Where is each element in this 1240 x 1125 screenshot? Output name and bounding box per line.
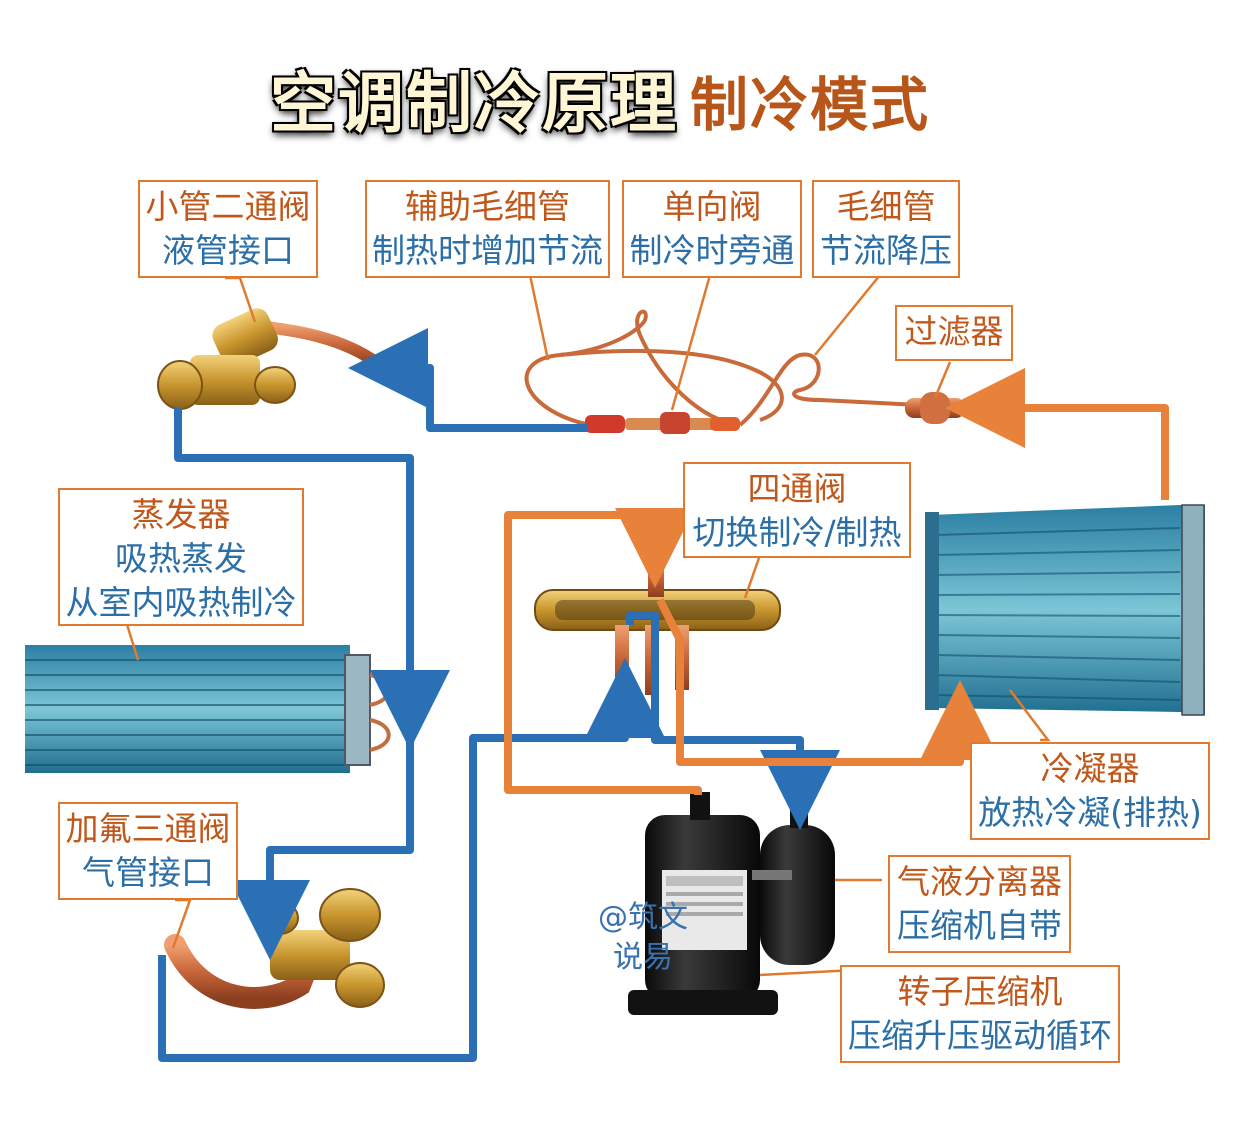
label-check-valve-title: 单向阀	[662, 187, 762, 226]
title-main: 空调制冷原理	[270, 65, 678, 142]
label-two-way-valve-title: 小管二通阀	[145, 187, 311, 226]
blue-pipes	[158, 328, 840, 1062]
label-three-way-valve: 加氟三通阀 气管接口	[58, 802, 238, 900]
label-separator: 气液分离器 压缩机自带	[888, 855, 1071, 953]
label-condenser-title: 冷凝器	[1040, 749, 1140, 788]
label-aux-capillary: 辅助毛细管 制热时增加节流	[365, 180, 610, 278]
title-sub: 制冷模式	[690, 71, 931, 139]
label-aux-capillary-title: 辅助毛细管	[405, 187, 570, 226]
label-two-way-valve-desc: 液管接口	[162, 231, 294, 270]
compressor-image	[628, 792, 835, 1015]
label-capillary-title: 毛细管	[836, 187, 936, 226]
label-compressor-desc: 压缩升压驱动循环	[848, 1016, 1112, 1055]
three-way-valve-image	[164, 888, 385, 1009]
orange-pipes	[504, 368, 1169, 795]
condenser-image	[925, 504, 1205, 716]
label-check-valve-desc: 制冷时旁通	[629, 231, 795, 270]
label-evaporator: 蒸发器 吸热蒸发 从室内吸热制冷	[58, 488, 304, 626]
label-four-way-valve-title: 四通阀	[747, 469, 847, 508]
label-check-valve: 单向阀 制冷时旁通	[622, 180, 802, 278]
label-three-way-valve-desc: 气管接口	[82, 853, 214, 892]
label-evaporator-desc2: 从室内吸热制冷	[65, 583, 297, 622]
label-evaporator-title: 蒸发器	[131, 495, 231, 534]
label-evaporator-desc1: 吸热蒸发	[115, 539, 247, 578]
label-compressor: 转子压缩机 压缩升压驱动循环	[840, 965, 1120, 1063]
watermark-line2: 说易	[613, 940, 673, 975]
label-separator-desc: 压缩机自带	[897, 906, 1062, 945]
label-compressor-title: 转子压缩机	[897, 972, 1063, 1011]
label-four-way-valve-desc: 切换制冷/制热	[692, 513, 902, 552]
label-condenser-desc: 放热冷凝(排热)	[978, 793, 1202, 832]
label-filter-title: 过滤器	[904, 312, 1004, 351]
label-aux-capillary-desc: 制热时增加节流	[372, 231, 603, 270]
label-four-way-valve: 四通阀 切换制冷/制热	[683, 462, 911, 558]
evaporator-image	[25, 645, 391, 773]
label-capillary: 毛细管 节流降压	[812, 180, 960, 278]
watermark-line1: @筑文	[598, 900, 688, 935]
label-filter: 过滤器	[895, 305, 1013, 361]
capillary-assembly-image	[524, 309, 921, 434]
label-two-way-valve: 小管二通阀 液管接口	[138, 180, 318, 278]
watermark: @筑文 说易	[598, 898, 688, 978]
label-capillary-desc: 节流降压	[820, 231, 952, 270]
two-way-valve-image	[157, 308, 386, 410]
four-way-valve-image	[534, 555, 781, 695]
label-separator-title: 气液分离器	[897, 862, 1062, 901]
label-three-way-valve-title: 加氟三通阀	[65, 809, 231, 848]
label-condenser: 冷凝器 放热冷凝(排热)	[970, 742, 1210, 840]
